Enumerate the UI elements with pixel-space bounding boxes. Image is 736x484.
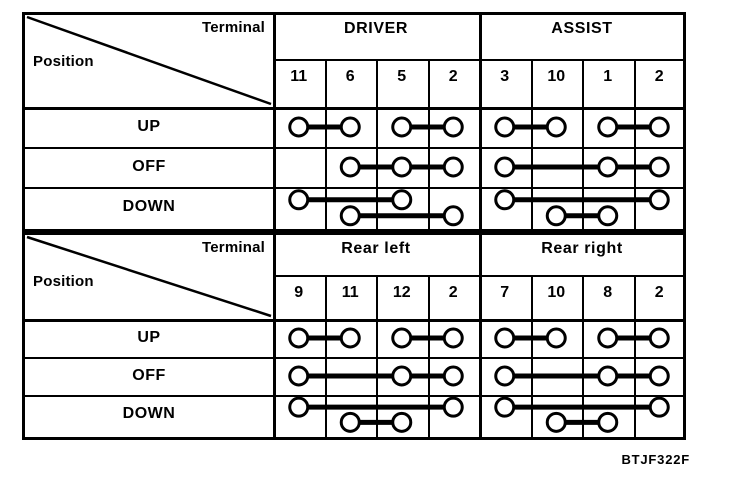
grid-vline [633,59,636,229]
group-label-driver: DRIVER [343,20,409,37]
grid-vline [582,275,584,437]
grid-vline [530,275,533,437]
grid-vline [479,15,482,229]
corner-label-terminal: Terminal [201,239,265,256]
grid-vline [273,15,276,229]
terminal-number: 2 [654,284,664,301]
row-label-up: UP [137,118,161,135]
terminal-number: 8 [603,284,613,301]
grid-vline [530,59,533,229]
terminal-number: 2 [654,68,664,85]
row-label-off: OFF [132,158,166,175]
grid-vline [376,275,378,437]
grid-hline [25,319,683,322]
corner-label-position: Position [33,53,94,70]
terminal-number: 1 [603,68,613,85]
grid-hline [25,107,683,110]
grid-hline [273,59,683,61]
group-label-rear-left: Rear left [341,240,411,257]
grid-hline [25,395,683,397]
grid-hline [25,187,683,189]
grid-vline [633,275,636,437]
grid-hline [25,357,683,359]
terminal-number: 12 [392,284,411,301]
terminal-number: 10 [547,284,566,301]
corner-label-position: Position [33,273,94,290]
row-label-down: DOWN [122,405,176,422]
grid-vline [427,59,430,229]
terminal-number: 5 [397,68,407,85]
terminal-number: 10 [547,68,566,85]
group-label-rear-right: Rear right [541,240,623,257]
grid-vline [273,235,276,437]
terminal-number: 11 [341,284,359,301]
group-label-assist: ASSIST [551,20,613,37]
grid-vline [324,59,327,229]
grid-hline [273,275,683,277]
grid-vline [582,59,584,229]
grid-vline [479,235,482,437]
row-label-off: OFF [132,367,166,384]
grid-vline [427,275,430,437]
figure-code: BTJF322F [621,452,690,467]
terminal-number: 7 [500,284,510,301]
terminal-number: 9 [294,284,304,301]
grid-vline [376,59,378,229]
row-label-down: DOWN [122,198,176,215]
terminal-number: 11 [290,68,308,85]
grid-vline [324,275,327,437]
corner-label-terminal: Terminal [201,19,265,36]
grid-hline [25,147,683,149]
terminal-number: 3 [500,68,510,85]
terminal-number: 2 [448,68,458,85]
terminal-number: 6 [345,68,355,85]
row-label-up: UP [137,329,161,346]
terminal-number: 2 [448,284,458,301]
